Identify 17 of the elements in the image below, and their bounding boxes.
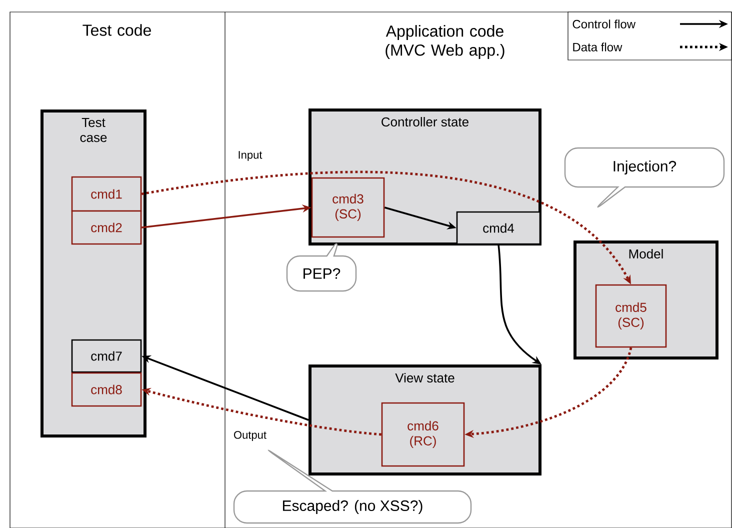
- edge-label: Output: [232, 430, 268, 442]
- edge-label: Input: [236, 150, 264, 162]
- heading: Application code (MVC Web app.): [386, 25, 504, 59]
- speech-bubble: PEP?: [286, 243, 357, 292]
- command-box: cmd2: [71, 210, 142, 245]
- command-box: cmd7: [71, 339, 142, 373]
- speech-bubble: Escaped? (no XSS?): [233, 450, 472, 524]
- command-box: cmd1: [71, 176, 142, 212]
- speech-bubble: Injection?: [564, 147, 725, 208]
- command-box: cmd8: [71, 372, 142, 407]
- command-box: cmd5 (SC): [595, 284, 667, 348]
- heading: Test code: [82, 24, 151, 36]
- command-box: cmd3 (SC): [311, 177, 385, 238]
- command-box: cmd6 (RC): [381, 402, 465, 467]
- legend-text: Control flow: [572, 20, 636, 28]
- command-box: cmd4: [456, 211, 541, 245]
- legend-text: Data flow: [573, 42, 622, 52]
